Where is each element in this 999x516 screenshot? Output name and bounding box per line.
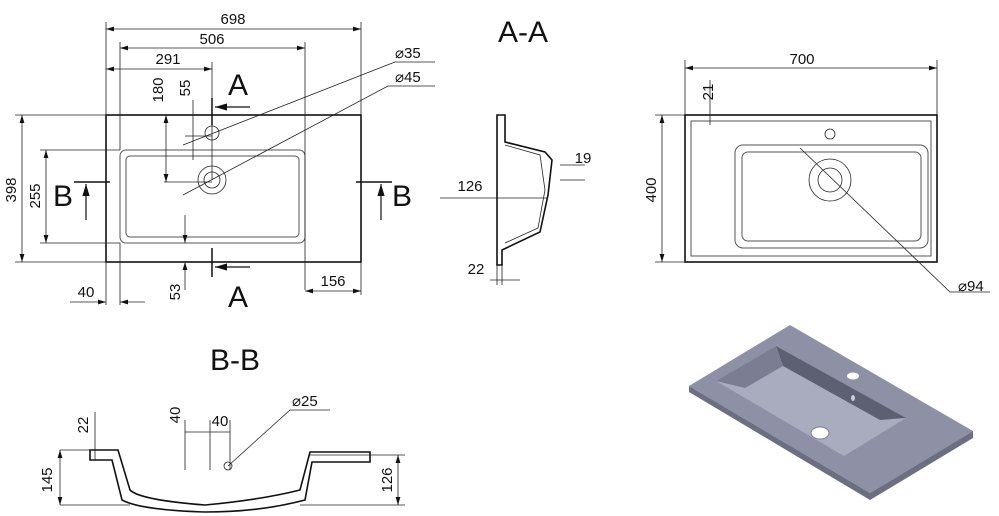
section-aa-title: A-A (498, 16, 548, 49)
section-aa-profile (496, 114, 553, 266)
right-drain-outer (808, 158, 852, 202)
dim-right-width: 700 (789, 51, 814, 68)
render-basin-side-wall (716, 346, 783, 388)
section-bb-title: B-B (210, 344, 260, 377)
basin-outline (119, 149, 306, 244)
right-rim-outline (690, 120, 932, 257)
dim-overall-width: 698 (220, 11, 245, 28)
section-bb: B-B 22 40 40 ⌀25 145 126 (39, 344, 405, 513)
right-view: 700 400 21 ⌀94 (643, 51, 990, 295)
section-bb-profile (89, 449, 371, 513)
dim-basin-depth: 255 (27, 183, 44, 208)
section-b-label-left: B (53, 180, 73, 213)
right-basin-outline (734, 144, 929, 249)
section-bb-dim-lines (60, 409, 405, 506)
section-aa-dim-lines (440, 164, 585, 285)
dim-bb-right-height: 126 (379, 467, 396, 492)
dim-left-margin: 40 (78, 284, 95, 301)
dim-aa-height: 126 (457, 178, 482, 195)
render-tap-hole (847, 372, 859, 380)
dim-bb-drain-diameter: ⌀25 (292, 393, 318, 410)
section-aa-inner (504, 144, 546, 244)
basin-inner-outline (125, 155, 300, 238)
dim-basin-width: 506 (199, 31, 224, 48)
render-basin-back-wall (776, 346, 906, 420)
section-a-label-top: A (228, 69, 248, 102)
section-bb-drain (223, 461, 233, 471)
dim-right-edge: 21 (700, 84, 717, 101)
section-a-label-bottom: A (228, 281, 248, 314)
dim-right-margin: 156 (320, 273, 345, 290)
dim-tap-depth: 55 (177, 80, 194, 97)
dim-bb-thickness: 22 (75, 417, 92, 434)
hole-leaders (182, 61, 435, 196)
dim-front-margin: 53 (167, 284, 184, 301)
dim-bb-left-height: 145 (39, 467, 56, 492)
dim-bb-drain-offset: 40 (212, 413, 229, 430)
render-overflow (851, 395, 855, 401)
dim-overall-depth: 398 (3, 177, 20, 202)
right-drain-diameter: ⌀94 (958, 278, 984, 295)
dim-aa-thickness: 22 (468, 261, 485, 278)
right-drain-inner (817, 167, 843, 193)
tap-hole-diameter: ⌀35 (395, 45, 421, 62)
drain-hole-diameter: ⌀45 (395, 69, 421, 86)
right-tap-hole (824, 128, 836, 140)
right-countertop-outline (684, 114, 938, 263)
dim-drain-depth: 180 (150, 77, 167, 102)
sink-3d-render (689, 325, 973, 500)
section-aa: A-A 126 19 22 (440, 16, 591, 285)
right-basin-inner (741, 151, 922, 242)
section-b-label-right: B (392, 180, 412, 213)
right-dim-lines (655, 60, 990, 293)
top-view: 698 506 291 180 55 398 255 40 53 156 ⌀35… (3, 11, 435, 314)
dim-aa-rim: 19 (575, 150, 592, 167)
dim-right-depth: 400 (643, 177, 660, 202)
countertop-outline (105, 114, 362, 263)
render-drain-hole (810, 426, 830, 440)
dim-tap-offset: 291 (155, 51, 180, 68)
dim-bb-drain-depth: 40 (167, 407, 184, 424)
